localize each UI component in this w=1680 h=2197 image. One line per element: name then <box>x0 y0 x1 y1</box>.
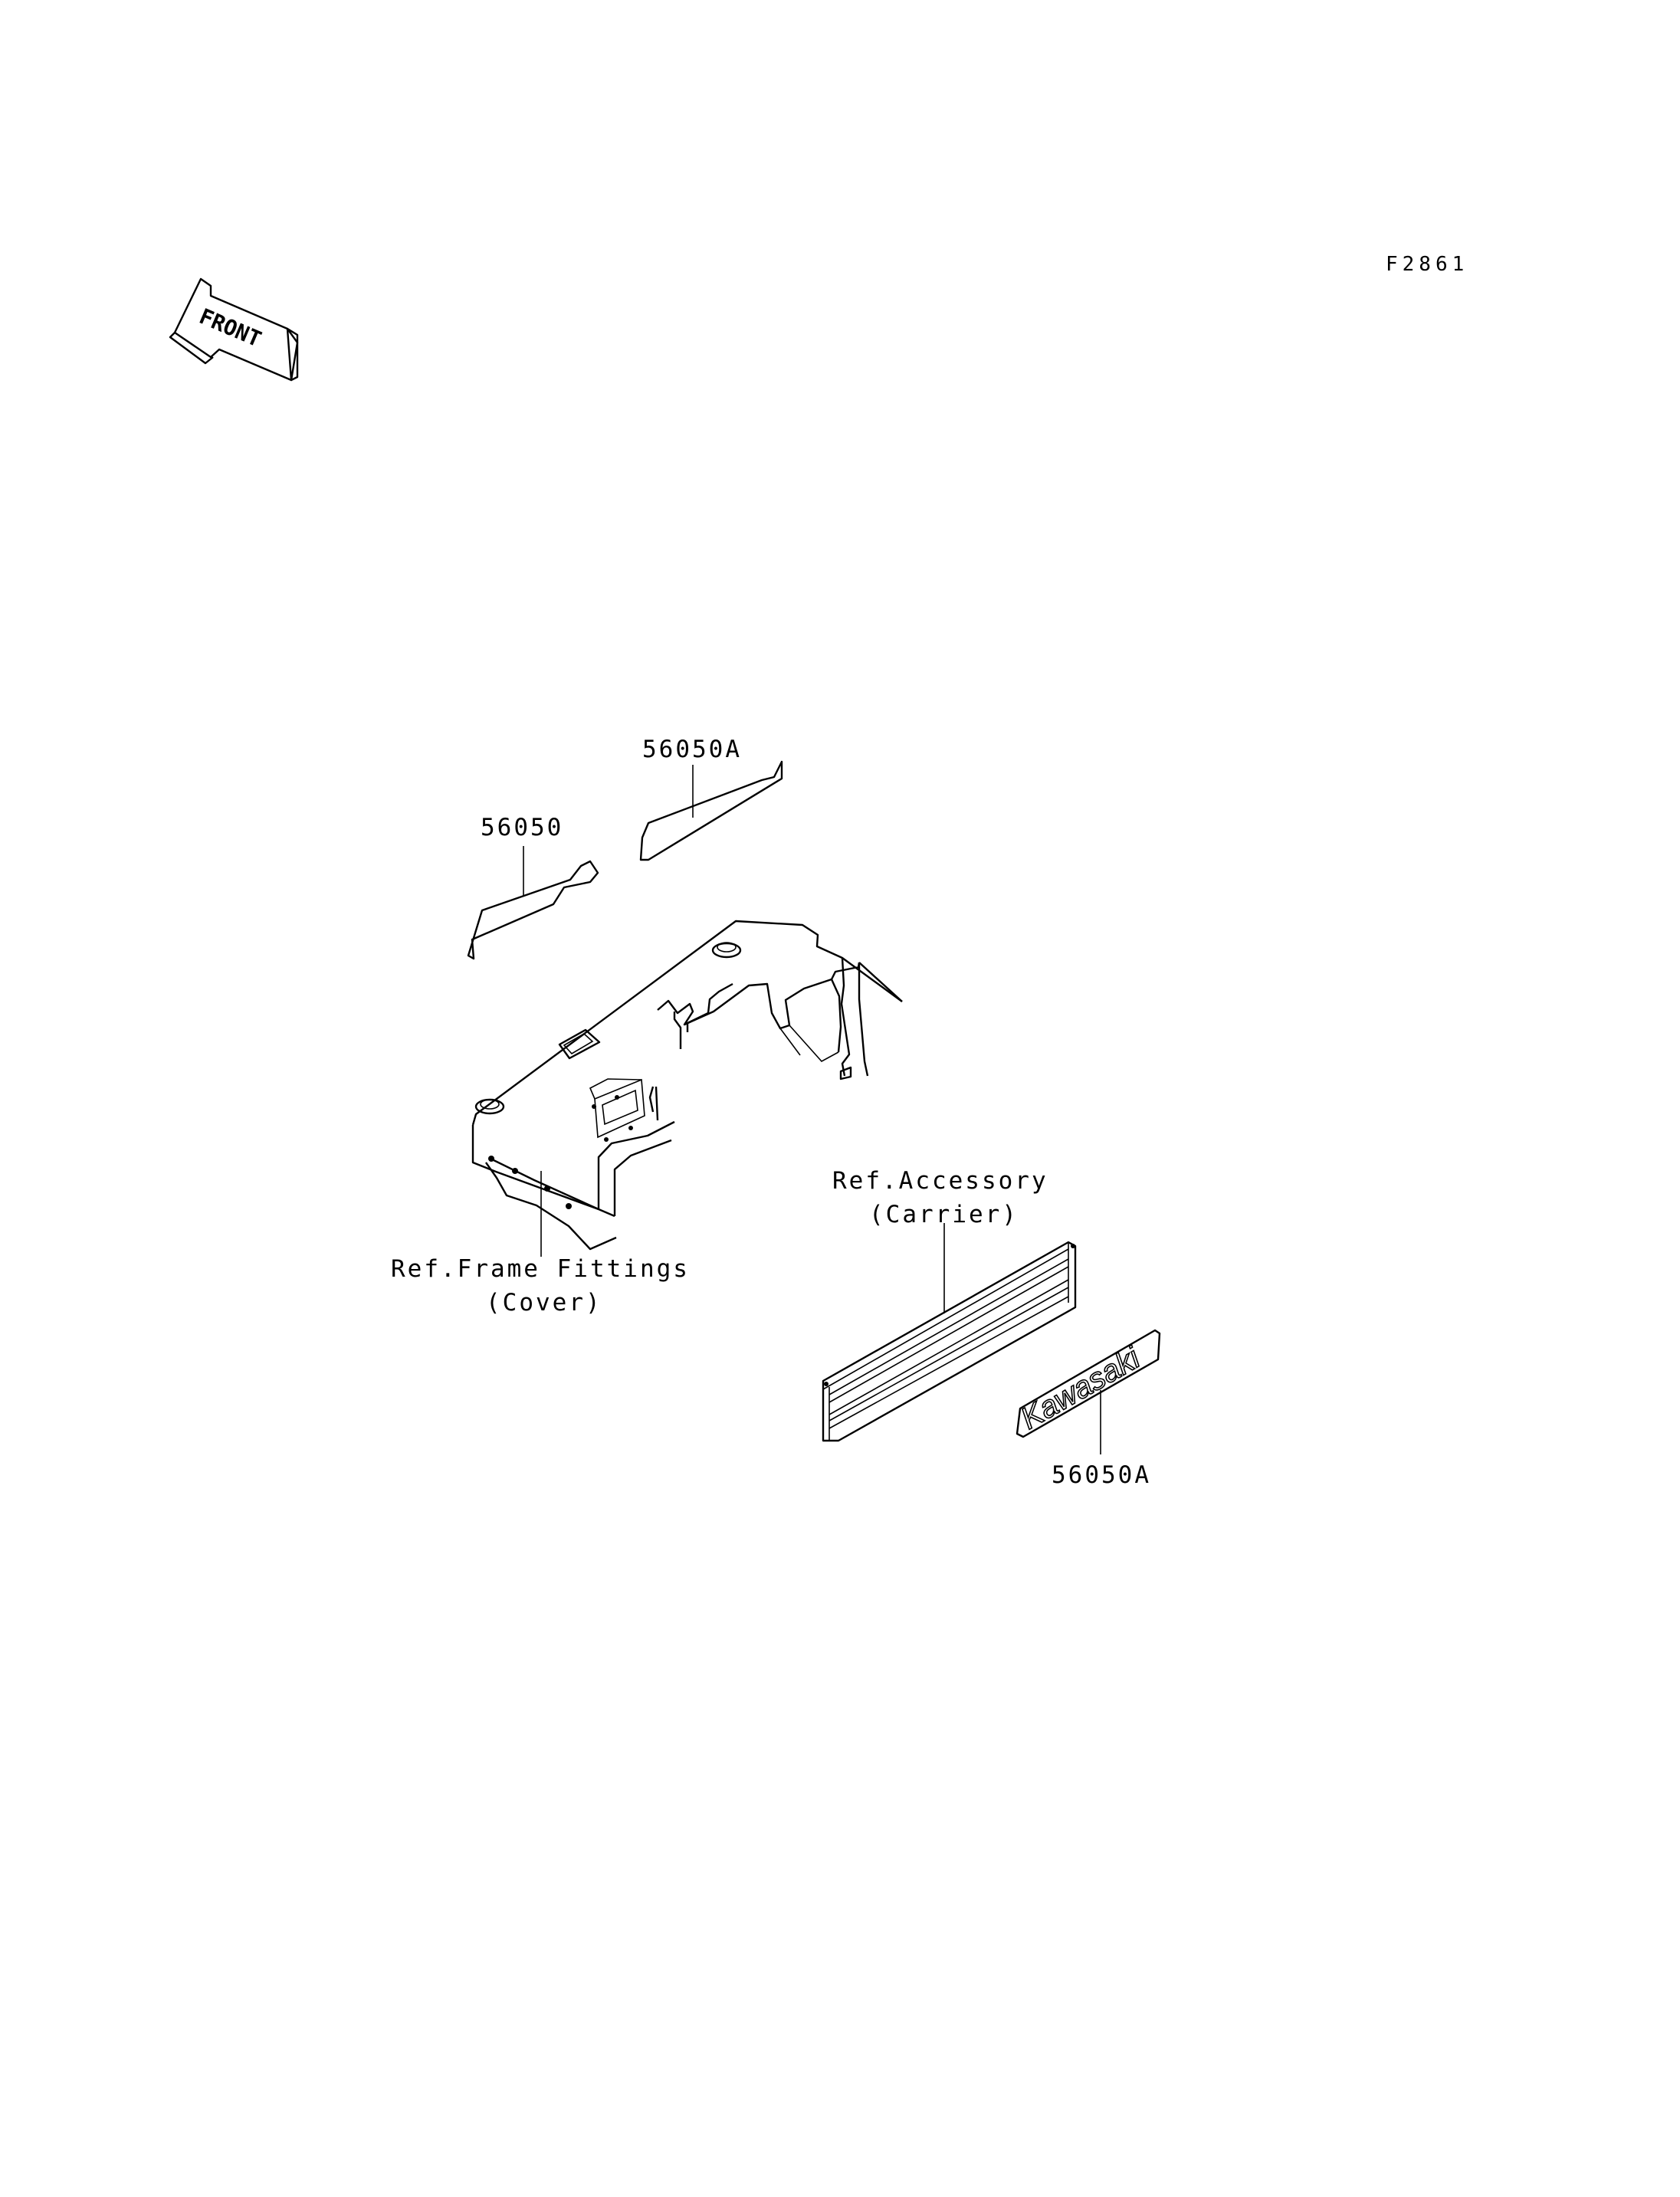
kawasaki-emblem-text: Kawasaki <box>1016 1341 1147 1436</box>
figure-code: F2861 <box>1386 253 1468 276</box>
label-ref-frame-fittings: Ref.Frame Fittings <box>391 1255 690 1283</box>
front-arrow-icon: FRONT <box>169 277 299 382</box>
label-56050a-bottom: 56050A <box>1052 1461 1151 1489</box>
carrier-panel-part <box>822 1241 1077 1442</box>
label-56050a-top: 56050A <box>642 736 742 763</box>
rear-cover-part <box>471 920 903 1251</box>
label-ref-accessory: Ref.Accessory <box>832 1167 1048 1195</box>
label-56050: 56050 <box>481 814 563 841</box>
decal-56050: 56050 <box>467 814 599 960</box>
kawasaki-emblem-decal: Kawasaki <box>1015 1329 1161 1438</box>
label-ref-accessory-carrier: (Carrier) <box>869 1201 1019 1228</box>
front-label: FRONT <box>195 303 264 352</box>
label-ref-frame-cover: (Cover) <box>486 1289 602 1317</box>
decal-56050a-top: 56050A <box>639 736 783 861</box>
